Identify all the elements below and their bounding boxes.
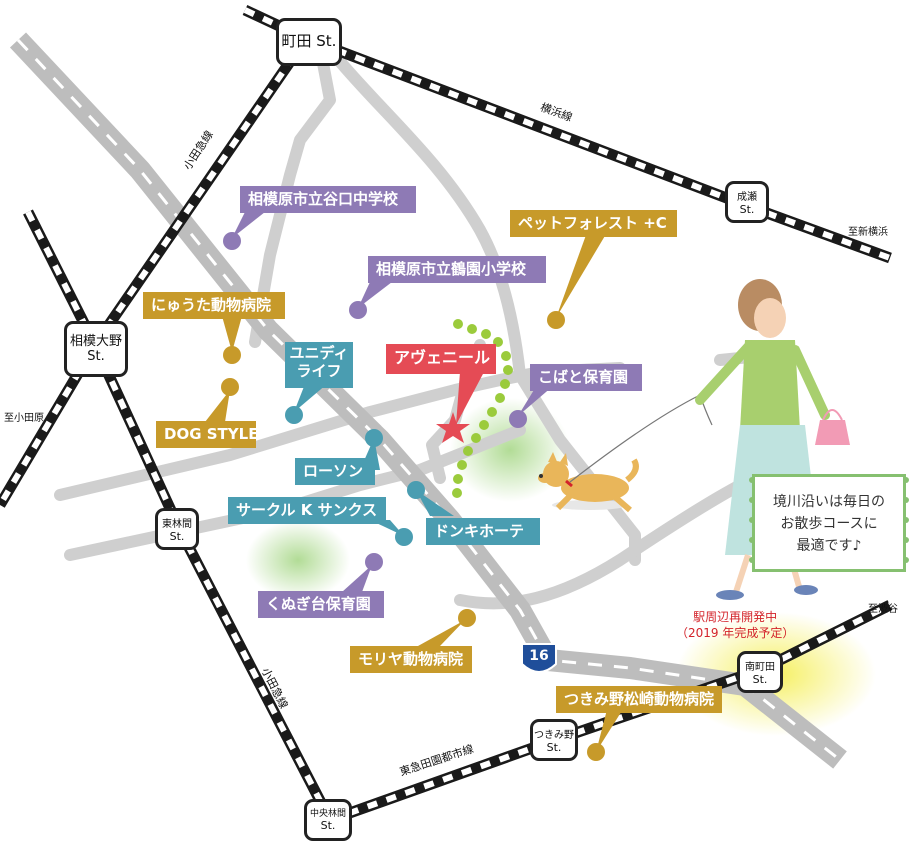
highway: [9, 32, 847, 769]
direction-shibuya: 至渋谷: [868, 604, 898, 615]
station-higashirinkan[interactable]: 東林間 St.: [155, 508, 199, 550]
walk-note-box: 境川沿いは毎日の お散歩コースに 最適です♪: [752, 474, 906, 572]
pin-tsurunosono-es: [349, 301, 367, 319]
pin-dog-style: [221, 378, 239, 396]
walk-note-line3: 最適です♪: [796, 538, 862, 554]
station-sagamiono-st: St.: [87, 349, 105, 364]
pointer-taniguchi: [232, 212, 265, 238]
pin-nyuta-vet: [223, 346, 241, 364]
pin-taniguchi-jhs: [223, 232, 241, 250]
park-glow-west: [246, 520, 350, 600]
pointer-circlek: [370, 520, 404, 536]
callout-taniguchi-jhs[interactable]: 相模原市立谷口中学校: [240, 186, 416, 213]
leash-line: [569, 394, 713, 483]
pin-circlek: [395, 528, 413, 546]
callout-unidy[interactable]: ユニディ ライフ: [285, 342, 353, 388]
station-machida[interactable]: 町田 St.: [276, 18, 342, 66]
callout-moriya-vet[interactable]: モリヤ動物病院: [350, 646, 472, 673]
redevelopment-note: 駅周辺再開発中 （2019 年完成予定）: [676, 610, 794, 641]
pointer-avenir: [456, 372, 484, 425]
walk-note-line2: お散歩コースに: [780, 516, 878, 532]
station-tsukimino-st: St.: [546, 741, 562, 754]
station-tsukimino-name: つきみ野: [534, 730, 574, 741]
direction-shinyokohama: 至新横浜: [848, 227, 888, 238]
callout-avenir[interactable]: アヴェニール: [386, 344, 496, 374]
pointer-moriya: [418, 620, 465, 646]
direction-odawara: 至小田原: [4, 413, 44, 424]
route-16-marker: 16: [521, 641, 557, 675]
dog-illustration-icon: [538, 452, 639, 513]
pointer-donki: [416, 490, 454, 516]
station-tsukimino[interactable]: つきみ野 St.: [530, 719, 578, 761]
redevelopment-note-line2: （2019 年完成予定）: [676, 625, 795, 640]
pin-unidy: [285, 406, 303, 424]
route-16-number: 16: [529, 648, 549, 664]
station-naruse-st: St.: [739, 203, 755, 216]
walk-note-line1: 境川沿いは毎日の: [773, 494, 885, 510]
pin-lawson: [365, 429, 383, 447]
callout-nyuta-vet[interactable]: にゅうた動物病院: [143, 292, 285, 319]
river-walk-path: [452, 319, 513, 498]
pin-tsukimino-vet: [587, 743, 605, 761]
pointer-dogstyle: [205, 390, 230, 422]
location-pins: [221, 232, 605, 761]
pointer-nyuta: [222, 316, 242, 352]
station-machida-name: 町田 St.: [281, 32, 337, 50]
station-minamimachida[interactable]: 南町田 St.: [737, 651, 783, 693]
callout-lawson[interactable]: ローソン: [295, 458, 375, 485]
station-sagamiono[interactable]: 相模大野 St.: [64, 321, 128, 377]
callout-pet-forest[interactable]: ペットフォレスト +C: [510, 210, 677, 237]
pin-donki: [407, 481, 425, 499]
callout-unidy-line2: ライフ: [296, 362, 342, 380]
route-16-shield-icon: [521, 643, 557, 673]
avenir-star-icon: [436, 412, 470, 443]
callout-dog-style[interactable]: DOG STYLE: [156, 421, 258, 448]
pointer-petforest: [556, 224, 612, 318]
callout-donki[interactable]: ドンキホーテ: [426, 518, 540, 545]
pointer-unidy: [294, 384, 327, 412]
station-minamimachida-st: St.: [752, 673, 768, 686]
pointer-kunugidai: [342, 565, 372, 592]
pin-moriya-vet: [458, 609, 476, 627]
pointer-tsurunosono: [358, 282, 392, 308]
station-sagamiono-name: 相模大野: [69, 334, 122, 349]
callout-kobato[interactable]: こばと保育園: [530, 364, 642, 391]
callout-circlek[interactable]: サークル K サンクス: [228, 497, 386, 524]
callout-kunugidai[interactable]: くぬぎ台保育園: [258, 591, 384, 618]
station-chuorinkan-name: 中央林間: [309, 809, 346, 819]
redevelopment-note-line1: 駅周辺再開発中: [693, 610, 778, 624]
callout-unidy-line1: ユニディ: [289, 344, 349, 362]
pin-kobato: [509, 410, 527, 428]
station-minamimachida-name: 南町田: [745, 662, 775, 673]
pin-kunugidai: [365, 553, 383, 571]
callout-tsukimino-vet[interactable]: つきみ野松崎動物病院: [556, 686, 722, 713]
station-higashirinkan-st: St.: [169, 530, 185, 543]
station-naruse[interactable]: 成瀬 St.: [725, 181, 769, 223]
pin-pet-forest: [547, 311, 565, 329]
callout-tsurunosono-es[interactable]: 相模原市立鶴園小学校: [368, 256, 546, 283]
station-higashirinkan-name: 東林間: [162, 519, 192, 530]
station-naruse-name: 成瀬: [737, 192, 757, 203]
station-chuorinkan-st: St.: [320, 819, 336, 832]
station-chuorinkan[interactable]: 中央林間 St.: [304, 799, 352, 841]
